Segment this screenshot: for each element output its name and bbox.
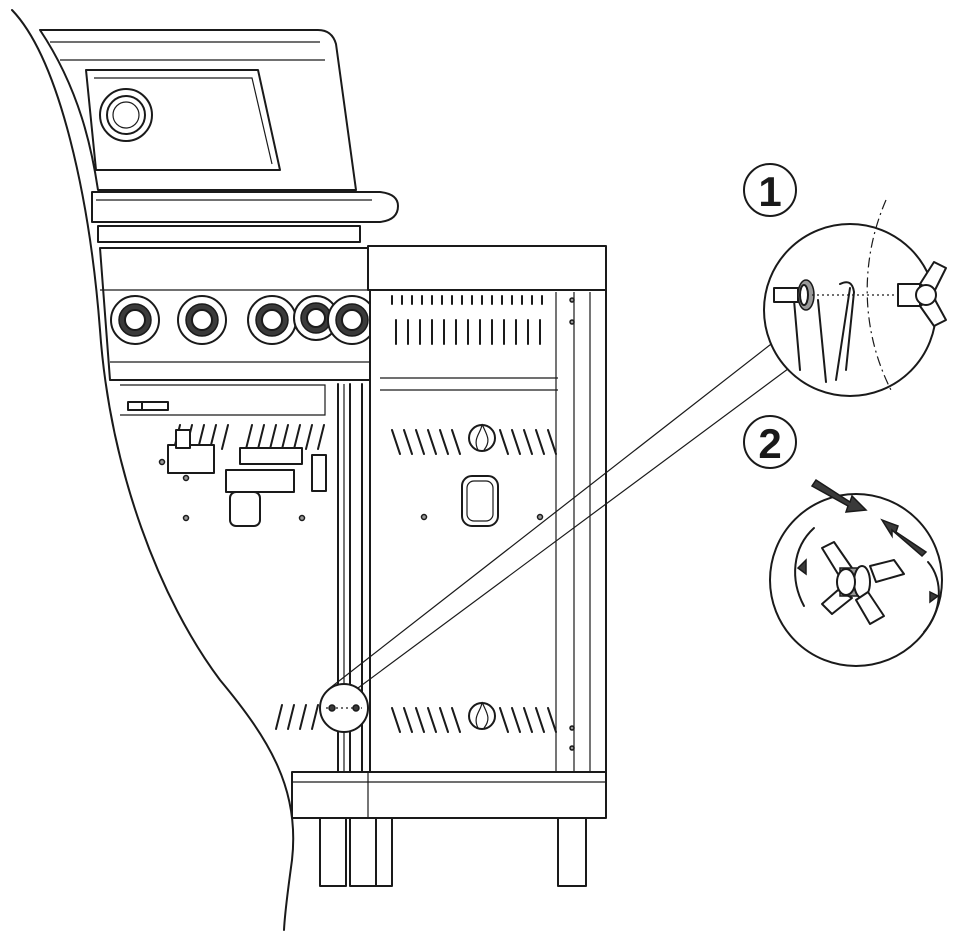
step-1-badge [743, 163, 797, 217]
step-1-number: 1 [758, 168, 781, 215]
cabinet-legs [319, 817, 587, 887]
cutaway-edge [11, 9, 295, 931]
wing-nut-assembly-icon [821, 541, 905, 625]
wing-nut-icon [897, 261, 947, 327]
mount-holes [158, 458, 306, 522]
lid-handle [91, 191, 399, 223]
rotate-arrow-icon [794, 527, 940, 633]
leader-line [357, 359, 801, 689]
control-knob [247, 295, 297, 345]
gas-valve [167, 429, 327, 527]
step-1-detail-circle [763, 223, 937, 397]
callout-circle [319, 683, 369, 733]
thermometer-icon [99, 88, 153, 142]
side-cabinet [367, 245, 607, 773]
cabinet-vents-top [391, 295, 543, 345]
door-vents [391, 429, 557, 733]
control-knob [327, 295, 377, 345]
leader-line [329, 333, 785, 689]
tighten-arrow-icon [810, 478, 928, 558]
cabinet-body [369, 289, 607, 773]
step-1: 1 [743, 163, 947, 397]
cabinet-top [367, 245, 607, 291]
step-2: 2 [743, 415, 943, 667]
control-knob [110, 295, 160, 345]
flame-logo-icon [468, 423, 496, 730]
control-knob [177, 295, 227, 345]
control-knobs [110, 295, 377, 345]
grill-body [11, 9, 399, 931]
grill-vents [173, 424, 325, 730]
step-2-number: 2 [758, 420, 781, 467]
door-handle [461, 475, 499, 527]
bolt-icon [773, 279, 815, 311]
detail-callout [319, 333, 801, 733]
step-2-badge [743, 415, 797, 469]
cabinet-base [291, 771, 607, 887]
